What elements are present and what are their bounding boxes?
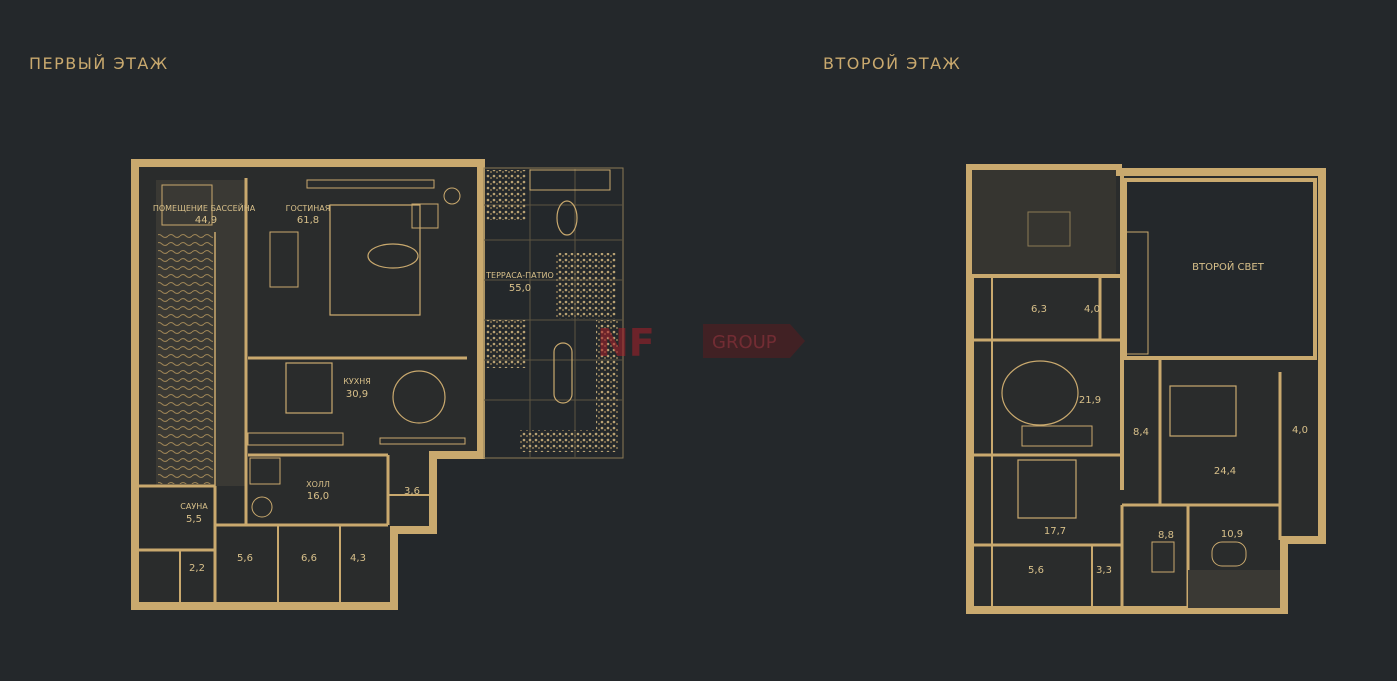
hall-area: 16,0 [307, 491, 329, 502]
room-area-4-0-b: 4,0 [1292, 425, 1308, 436]
terrace-area [483, 167, 624, 459]
second-floor-plan: ВТОРОЙ СВЕТ 6,3 4,0 21,9 8,4 24,4 4,0 17… [966, 164, 1326, 614]
second-light-label: ВТОРОЙ СВЕТ [1192, 260, 1265, 273]
watermark-mark: NF [597, 321, 655, 365]
kitchen-name: КУХНЯ [343, 377, 371, 386]
dining-table [392, 370, 446, 424]
bedroom-bed [1017, 459, 1077, 519]
tv-console [306, 179, 435, 189]
room-area-4-0-a: 4,0 [1084, 304, 1100, 315]
room-area-5-6-second: 5,6 [1028, 565, 1044, 576]
terrace-sofa [529, 169, 611, 191]
planter [520, 430, 618, 452]
terrace-name: ТЕРРАСА-ПАТИО [485, 271, 554, 280]
room-area-3-6: 3,6 [404, 486, 420, 497]
terrace-dining-table [553, 342, 573, 404]
planter [556, 253, 616, 319]
room-area-21-9: 21,9 [1079, 395, 1101, 406]
planter [596, 320, 618, 440]
sauna-area: 5,5 [186, 514, 202, 525]
round-rug [1001, 360, 1079, 426]
room-area-10-9: 10,9 [1221, 529, 1243, 540]
watermark-logo: NF GROUP [597, 321, 805, 365]
first-floor-title: ПЕРВЫЙ ЭТАЖ [29, 54, 169, 73]
watermark-badge [703, 324, 805, 358]
terrace-area-value: 55,0 [509, 283, 531, 294]
pool-room-area: 44,9 [195, 215, 217, 226]
master-bed [1169, 385, 1237, 437]
second-floor-title: ВТОРОЙ ЭТАЖ [823, 54, 962, 73]
sofa-second [1021, 425, 1093, 447]
kitchen-counter [247, 432, 344, 446]
planter [486, 170, 526, 220]
pool-basin [158, 232, 213, 484]
room-area-4-3: 4,3 [350, 553, 366, 564]
room-area-8-4: 8,4 [1133, 427, 1149, 438]
room-area-8-8: 8,8 [1158, 530, 1174, 541]
room-area-24-4: 24,4 [1214, 466, 1236, 477]
kitchen-island [285, 362, 333, 414]
armchair [411, 203, 439, 229]
living-room-name: ГОСТИНАЯ [286, 204, 331, 213]
planter [486, 320, 526, 368]
room-area-5-6: 5,6 [237, 553, 253, 564]
stairs-second [1125, 231, 1149, 355]
stairwell [972, 170, 1116, 274]
hall-armchair [249, 457, 281, 485]
pool-room-name: ПОМЕЩЕНИЕ БАССЕЙНА [153, 202, 256, 213]
stairs [269, 231, 299, 288]
second-light-void [1123, 178, 1317, 360]
lounger [161, 184, 213, 226]
room-area-3-3: 3,3 [1096, 565, 1112, 576]
bathtub [1211, 541, 1247, 567]
first-floor-plan: ПОМЕЩЕНИЕ БАССЕЙНА 44,9 ГОСТИНАЯ 61,8 ТЕ… [131, 159, 624, 610]
coffee-table [367, 243, 419, 269]
terrace-table [556, 200, 578, 236]
sofa [329, 204, 421, 316]
living-room-area: 61,8 [297, 215, 319, 226]
watermark-word: GROUP [712, 332, 777, 353]
sauna-name: САУНА [180, 502, 208, 511]
hall-name: ХОЛЛ [306, 480, 330, 489]
room-area-17-7: 17,7 [1044, 526, 1066, 537]
room-area-2-2: 2,2 [189, 563, 205, 574]
kitchen-area: 30,9 [346, 389, 368, 400]
room-area-6-6: 6,6 [301, 553, 317, 564]
room-area-6-3: 6,3 [1031, 304, 1047, 315]
